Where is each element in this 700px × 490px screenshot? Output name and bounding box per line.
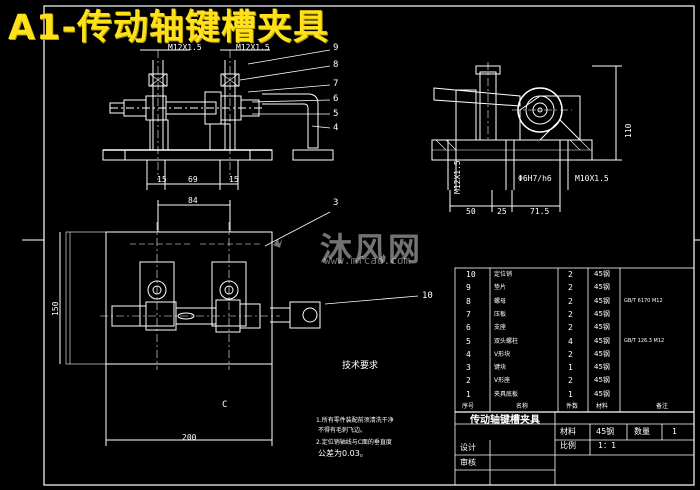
bom-header-name: 名称 xyxy=(516,403,529,410)
watermark-url: www.mfcad.com xyxy=(324,254,411,267)
qty-value: 1 xyxy=(672,427,677,436)
bom-row-no: 4 xyxy=(466,349,471,359)
bom-row-note: GB/T 6170 M12 xyxy=(624,297,663,304)
drawing-title: A1-传动轴键槽夹具 xyxy=(8,8,329,48)
bom-row-qty: 2 xyxy=(568,349,573,359)
design-label: 设计 xyxy=(460,443,476,452)
bom-row-name: 键块 xyxy=(494,364,507,372)
dim-25: 25 xyxy=(497,207,507,216)
bom-row-name: V形块 xyxy=(494,350,511,358)
callout-leaders-top xyxy=(239,49,331,129)
watermark-brand: 沐风网 xyxy=(320,230,423,268)
bom-row-name: 垫片 xyxy=(494,284,507,292)
bom-row-name: 定位销 xyxy=(494,271,513,278)
material-value: 45钢 xyxy=(596,427,615,436)
title-block-name: 传动轴键槽夹具 xyxy=(470,415,540,426)
drawing-frame xyxy=(43,5,695,486)
bom-header-no: 序号 xyxy=(462,403,475,410)
dim-110: 110 xyxy=(624,123,633,138)
bom-row-qty: 2 xyxy=(568,296,573,306)
callout-7: 7 xyxy=(333,79,339,89)
callout-8: 8 xyxy=(333,60,339,70)
bom-row-qty: 2 xyxy=(568,270,573,279)
callout-10: 10 xyxy=(422,291,433,301)
bom-header-note: 备注 xyxy=(656,403,669,410)
dim-15-left: 15 xyxy=(157,175,167,184)
callout-5: 5 xyxy=(333,109,339,119)
bom-row-mat: 45钢 xyxy=(594,376,610,385)
thread-label-left: M12X1.5 xyxy=(168,43,202,52)
bom-row-no: 2 xyxy=(466,376,471,386)
dim-200: 200 xyxy=(182,433,197,442)
callout-6: 6 xyxy=(333,94,339,104)
dim-84: 84 xyxy=(188,196,198,205)
bom-header-qty: 件数 xyxy=(566,403,579,410)
bom-row-name: 螺母 xyxy=(494,297,507,305)
material-label: 材料 xyxy=(560,427,576,436)
side-fit: Φ6H7/h6 xyxy=(518,174,552,183)
bom-row-qty: 1 xyxy=(568,389,573,399)
watermark-logo xyxy=(273,238,283,248)
scale-label: 比例 xyxy=(560,441,576,450)
bom-row-qty: 1 xyxy=(568,363,573,373)
plan-view xyxy=(59,200,419,446)
dim-50: 50 xyxy=(466,207,476,216)
bom-row-mat: 45钢 xyxy=(594,363,610,372)
bom-row-name: 支座 xyxy=(494,324,507,332)
bom-row-qty: 2 xyxy=(568,376,573,386)
bom-row-mat: 45钢 xyxy=(594,296,610,305)
bom-row-mat: 45钢 xyxy=(594,323,610,332)
bom-row-no: 7 xyxy=(466,309,471,319)
thread-label-right: M12X1.5 xyxy=(236,43,270,52)
label-c: C xyxy=(222,400,228,410)
bom-row-name: 压板 xyxy=(494,310,507,318)
bom-row-mat: 45钢 xyxy=(594,349,610,358)
bom-row-name: 夹具底板 xyxy=(494,390,519,398)
bom-row-no: 9 xyxy=(466,283,471,293)
tech-req-line3: 2.定位销轴线与C面的垂直度 xyxy=(316,439,392,446)
bill-of-materials-grid xyxy=(454,267,695,486)
tech-req-heading: 技术要求 xyxy=(342,361,379,371)
bom-row-qty: 2 xyxy=(568,309,573,319)
bom-row-no: 10 xyxy=(466,270,476,279)
dim-71: 71.5 xyxy=(530,207,550,216)
bom-row-mat: 45钢 xyxy=(594,336,610,345)
bom-row-no: 6 xyxy=(466,323,471,333)
bom-row-qty: 2 xyxy=(568,323,573,333)
callout-3-plan: 3 xyxy=(333,198,339,208)
front-elevation xyxy=(102,49,334,190)
bom-row-mat: 45钢 xyxy=(594,283,610,292)
bom-row-note: GB/T 126.3 M12 xyxy=(624,337,665,344)
bom-row-qty: 2 xyxy=(568,283,573,293)
dim-15-right: 15 xyxy=(229,175,239,184)
bom-row-mat: 45钢 xyxy=(594,309,610,318)
bom-row-mat: 45钢 xyxy=(594,389,610,398)
side-elevation xyxy=(431,62,622,212)
tech-req-line2: 不得有毛刺飞边。 xyxy=(318,427,367,434)
dim-150: 150 xyxy=(51,301,60,316)
bom-row-no: 3 xyxy=(466,363,471,373)
bom-row-mat: 45钢 xyxy=(594,270,610,278)
bom-header-mat: 材料 xyxy=(596,403,609,410)
scale-value: 1：1 xyxy=(598,441,617,450)
bom-row-no: 8 xyxy=(466,296,471,306)
qty-label: 数量 xyxy=(634,427,650,436)
bom-row-name: V形座 xyxy=(494,377,511,385)
bom-row-qty: 4 xyxy=(568,336,573,346)
side-thread-a: M12X1.5 xyxy=(453,160,462,194)
tech-req-line1: 1.所有零件装配前须清洗干净 xyxy=(316,417,394,424)
callout-9: 9 xyxy=(333,43,339,53)
tech-req-line4: 公差为0.03。 xyxy=(318,449,368,458)
review-label: 审核 xyxy=(460,458,476,467)
bom-row-no: 5 xyxy=(466,336,471,346)
dim-69: 69 xyxy=(188,175,198,184)
side-thread-b: M10X1.5 xyxy=(575,174,609,183)
bom-row-name: 双头螺柱 xyxy=(494,337,519,345)
callout-4: 4 xyxy=(333,123,339,133)
bom-row-no: 1 xyxy=(466,389,471,399)
